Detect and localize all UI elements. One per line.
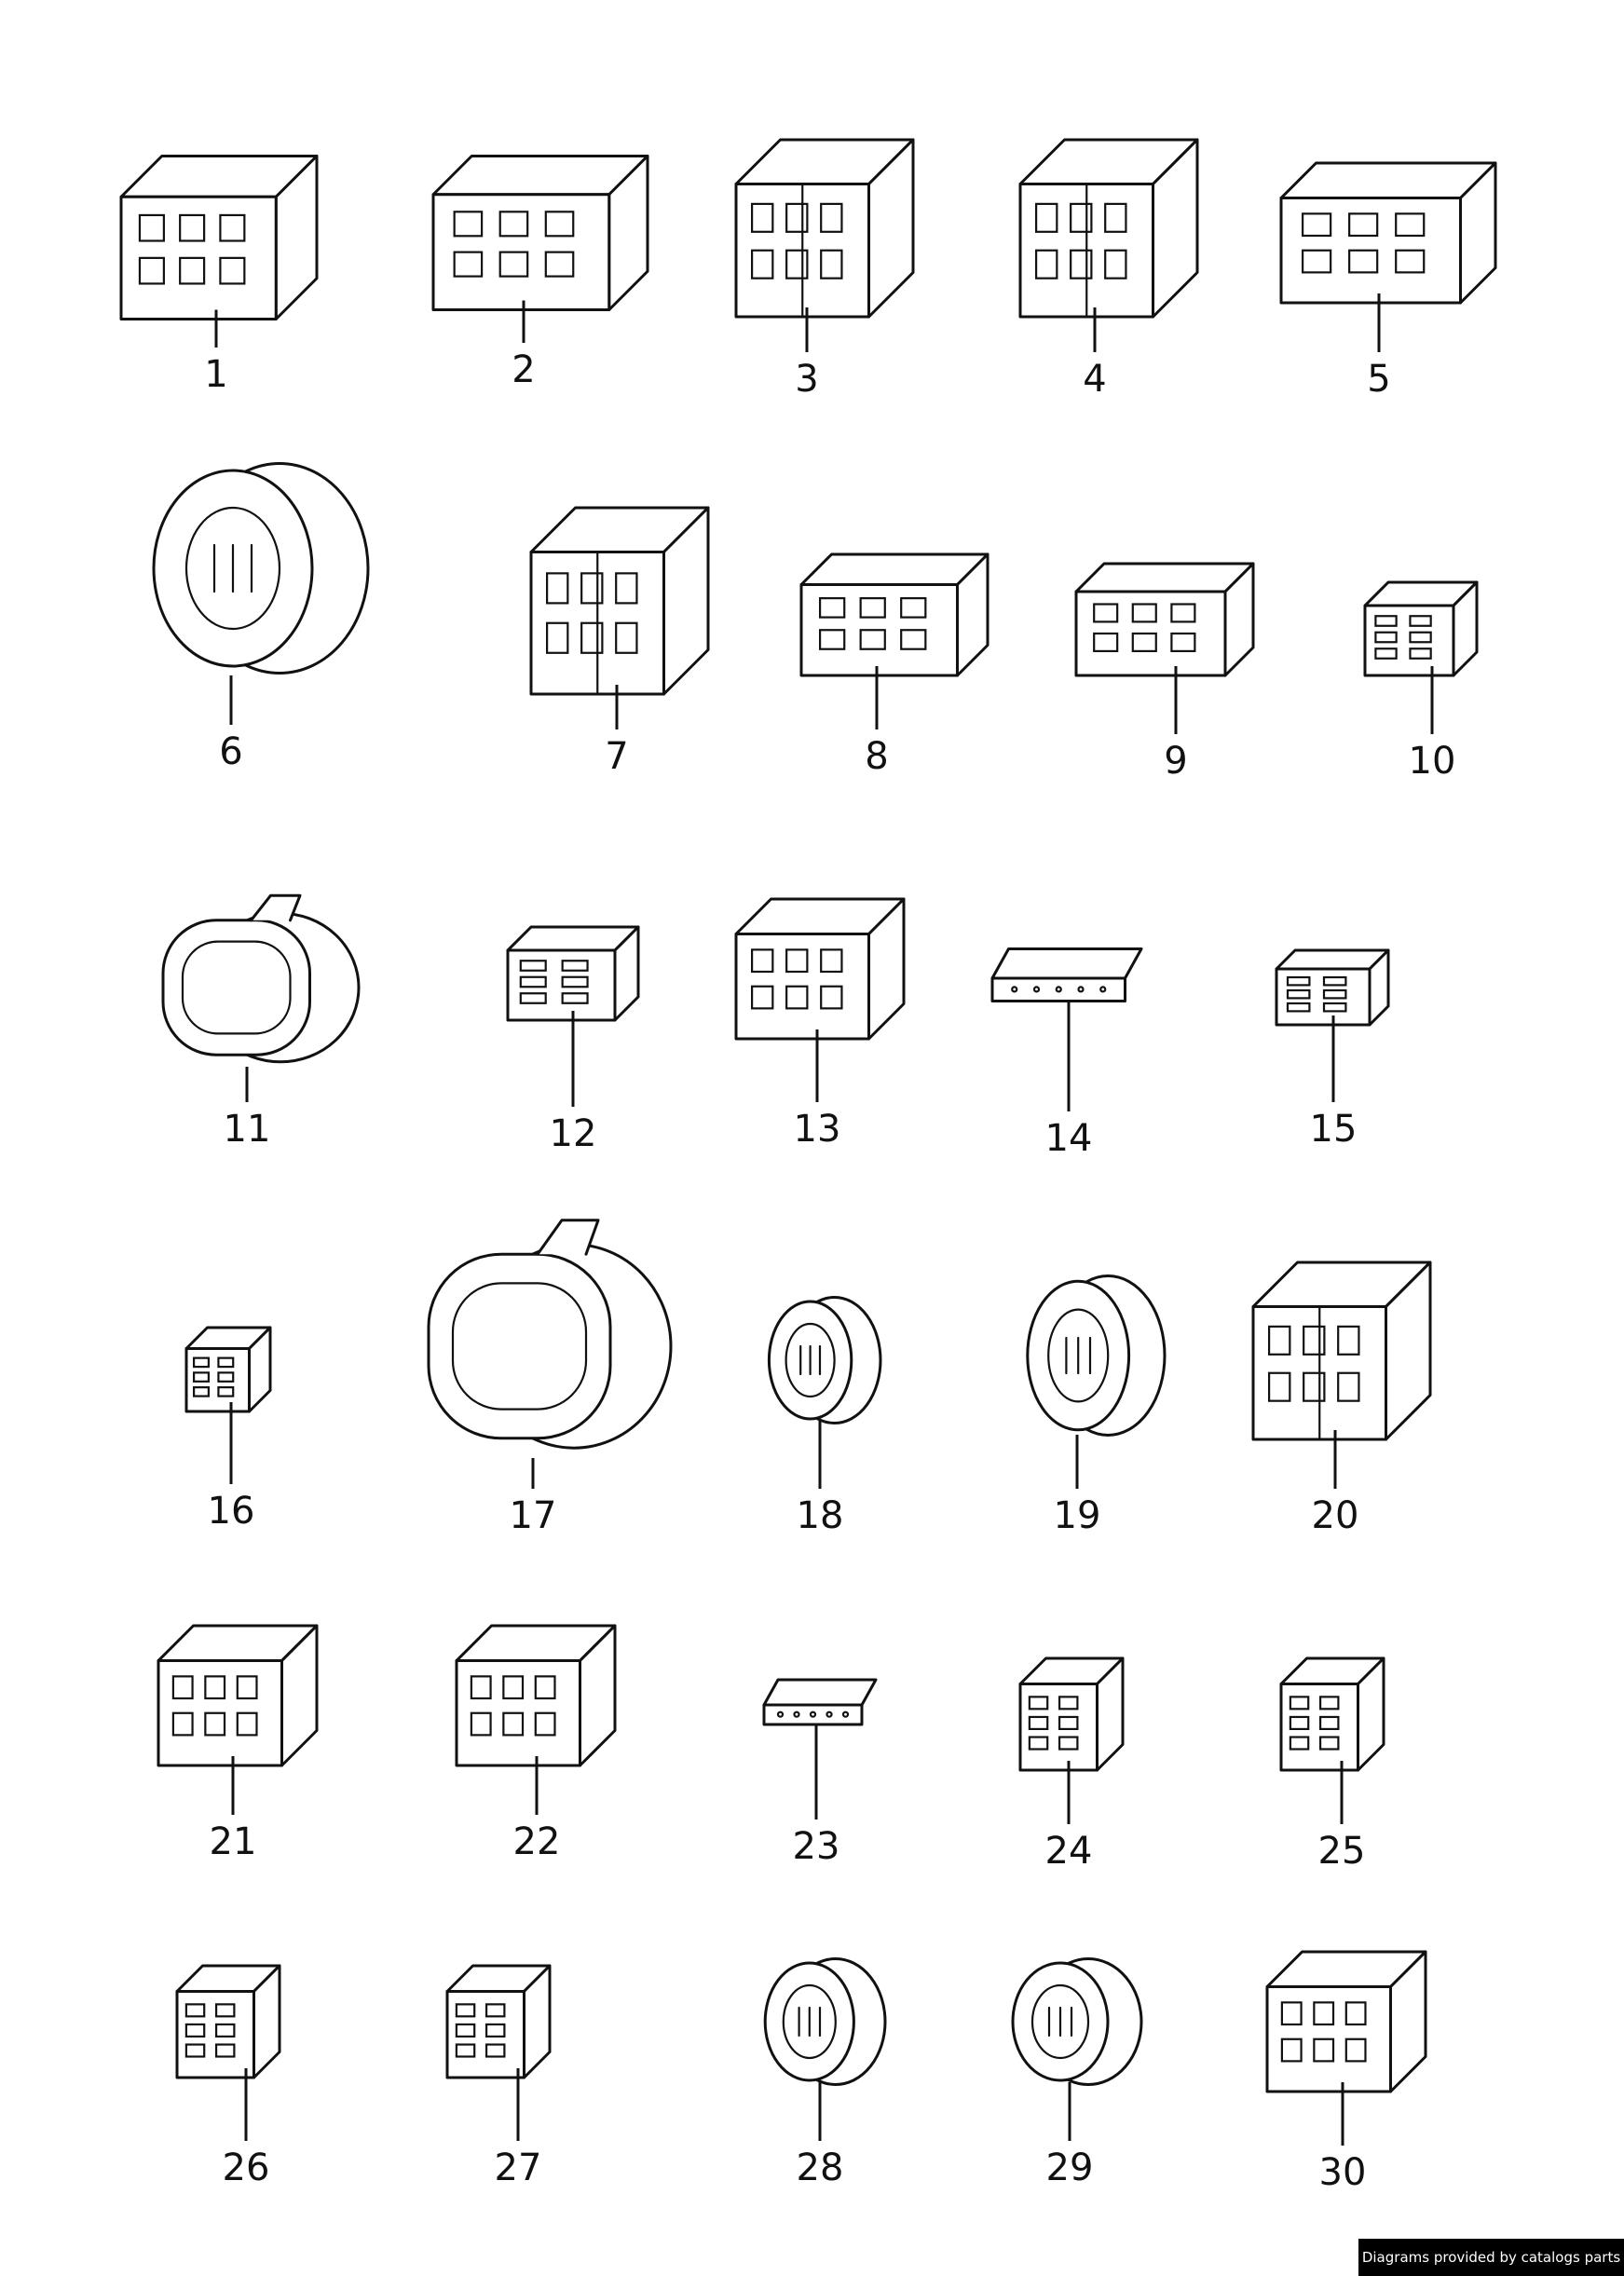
- callout-number: 22: [513, 1820, 561, 1863]
- part-20: 20: [1251, 1261, 1432, 1537]
- part-28: 28: [763, 1957, 887, 2189]
- callout-number: 15: [1310, 1108, 1358, 1151]
- part-29: 29: [1011, 1957, 1143, 2189]
- callout-number: 19: [1054, 1494, 1101, 1537]
- part-1: 1: [119, 155, 319, 396]
- callout-number: 17: [510, 1494, 557, 1537]
- part-5: 5: [1279, 161, 1497, 401]
- callout-number: 11: [224, 1108, 271, 1151]
- part-17: 17: [427, 1219, 673, 1537]
- part-4: 4: [1018, 138, 1199, 401]
- callout-number: 23: [793, 1825, 840, 1868]
- part-24: 24: [1018, 1656, 1125, 1873]
- callout-number: 30: [1319, 2151, 1367, 2194]
- callout-number: 27: [495, 2147, 542, 2189]
- callout-number: 16: [208, 1490, 255, 1533]
- callout-number: 21: [210, 1820, 257, 1863]
- callout-number: 10: [1409, 740, 1456, 783]
- callout-number: 18: [797, 1494, 844, 1537]
- callout-number: 9: [1164, 740, 1187, 783]
- part-13: 13: [734, 897, 906, 1151]
- part-8: 8: [799, 552, 989, 778]
- part-26: 26: [175, 1964, 281, 2189]
- callout-number: 7: [605, 735, 628, 778]
- callout-number: 3: [795, 358, 818, 401]
- part-7: 7: [529, 506, 710, 778]
- callout-number: 24: [1045, 1830, 1093, 1873]
- part-23: 23: [762, 1678, 878, 1868]
- part-6: 6: [152, 462, 370, 773]
- callout-number: 25: [1318, 1830, 1366, 1873]
- part-3: 3: [734, 138, 915, 401]
- part-27: 27: [445, 1964, 552, 2189]
- part-18: 18: [767, 1296, 882, 1537]
- callout-number: 4: [1083, 358, 1106, 401]
- callout-number: 1: [204, 353, 227, 396]
- part-21: 21: [157, 1624, 319, 1863]
- callout-number: 28: [797, 2147, 844, 2189]
- part-25: 25: [1279, 1656, 1385, 1873]
- credit-banner: Diagrams provided by catalogs parts: [1358, 2239, 1624, 2276]
- callout-number: 12: [550, 1112, 597, 1155]
- part-19: 19: [1026, 1274, 1167, 1537]
- part-30: 30: [1265, 1950, 1427, 2194]
- callout-number: 8: [865, 735, 888, 778]
- part-10: 10: [1363, 580, 1479, 783]
- callout-number: 26: [223, 2147, 270, 2189]
- part-12: 12: [506, 925, 640, 1155]
- callout-number: 14: [1045, 1117, 1093, 1160]
- part-9: 9: [1074, 562, 1255, 783]
- part-2: 2: [431, 155, 649, 391]
- part-11: 11: [161, 893, 361, 1151]
- part-16: 16: [184, 1326, 272, 1533]
- callout-number: 2: [512, 348, 535, 391]
- callout-number: 29: [1046, 2147, 1094, 2189]
- part-15: 15: [1275, 948, 1390, 1151]
- callout-number: 20: [1312, 1494, 1359, 1537]
- callout-number: 13: [794, 1108, 841, 1151]
- part-22: 22: [455, 1624, 617, 1863]
- callout-number: 5: [1367, 358, 1390, 401]
- part-14: 14: [990, 947, 1143, 1160]
- callout-number: 6: [219, 730, 242, 773]
